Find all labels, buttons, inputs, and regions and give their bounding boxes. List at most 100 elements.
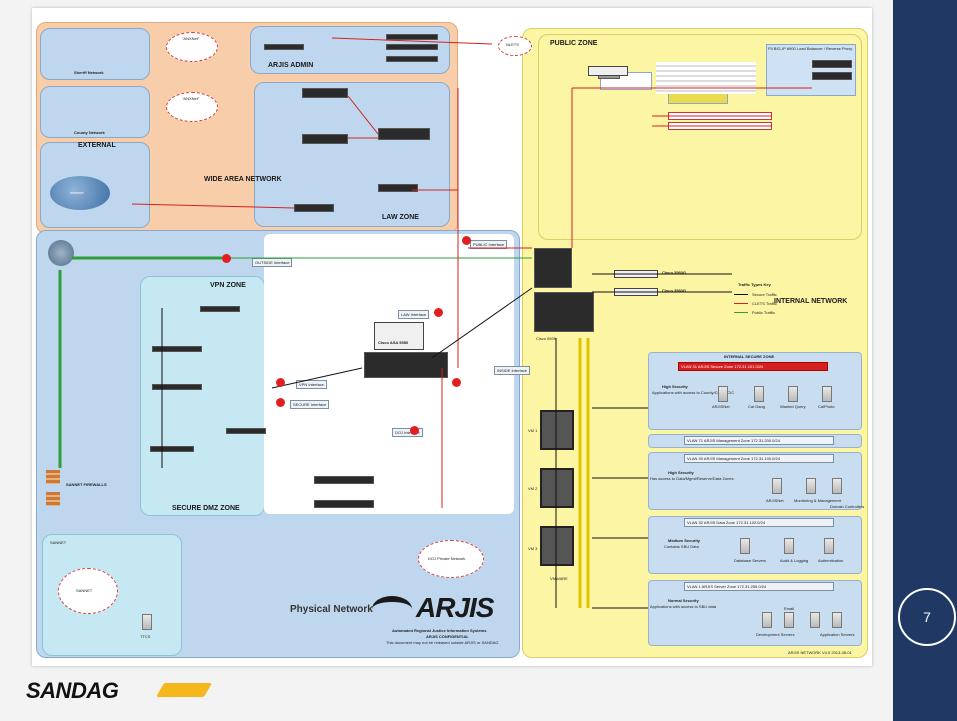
doj-switch-2: [314, 500, 374, 508]
county-zone: [40, 86, 150, 138]
dmz-zone-title: SECURE DMZ ZONE: [172, 505, 240, 512]
server-icon: [806, 478, 816, 494]
server-label-database: Database Servers: [734, 558, 767, 563]
sannet-firewall-icon: [46, 470, 60, 484]
interface-dot: [434, 308, 443, 317]
interface-dot: [452, 378, 461, 387]
law-zone-title: LAW ZONE: [382, 214, 419, 221]
doj-switch-1: [314, 476, 374, 484]
server-icon: [784, 612, 794, 628]
dmz-switch-2: [152, 384, 202, 390]
sannet-zone-label: SANNET: [50, 540, 67, 545]
clets-traffic-label: CLETS Traffic: [752, 301, 777, 306]
server-icon: [810, 612, 820, 628]
vpn-zone: [140, 276, 265, 516]
wan-title: WIDE AREA NETWORK: [204, 176, 282, 183]
core-switch-2: [614, 288, 658, 296]
core-switch-1: [614, 270, 658, 278]
public-banner-1: [668, 112, 772, 120]
vlan-bar-1: VLAN 31 ARJIS Secure Zone 172.31.101.0/2…: [678, 362, 828, 371]
secure-traffic-swatch: [734, 294, 748, 295]
anxnet-label-1: "ANXNet": [182, 36, 200, 41]
traffic-key-title: Traffic Types Key: [738, 282, 771, 287]
doj-label: DOJ Private Network: [428, 556, 466, 561]
server-icon: [832, 612, 842, 628]
vm-3-label: VM 3: [528, 546, 538, 551]
external-title: EXTERNAL: [78, 142, 116, 149]
server-label-calgang: Cal Gang: [748, 404, 765, 409]
secure-interface: SECURE Interface: [290, 400, 330, 409]
server-label-app: Application Servers: [820, 632, 855, 637]
core-chassis-top: [534, 248, 572, 288]
law-switch-2: [302, 134, 348, 144]
server-label-audit: Audit & Logging: [780, 558, 809, 563]
law-switch-1: [302, 88, 348, 98]
firewall-label: Cisco ASA 5550: [378, 340, 409, 345]
sannet-firewall-icon-2: [46, 492, 60, 506]
server-icon: [762, 612, 772, 628]
section-1-title: High Security: [662, 384, 688, 389]
inside-interface: INSIDE Interface: [494, 366, 531, 375]
firewall-panel: [374, 322, 424, 350]
admin-switch-4: [264, 44, 304, 50]
vm-1-host: [540, 410, 574, 450]
sannet-label: SANNET: [76, 588, 93, 593]
sandag-logo: SANDAG: [26, 678, 119, 703]
dmz-switch-3: [226, 428, 266, 434]
section-3-subtitle: Contains SBU Data: [664, 544, 699, 549]
vlan-bar-2: VLAN 71 ARJIS Management Zone 172.31.200…: [684, 436, 834, 445]
section-4-zone: [648, 580, 862, 646]
law-router: [378, 184, 418, 192]
ttcs-label: TTCS: [140, 634, 151, 639]
vpn-interface: VPN Interface: [296, 380, 327, 389]
public-zone-title: PUBLIC ZONE: [550, 40, 598, 47]
interface-dot: [222, 254, 231, 263]
server-label-wanted: Wanted Query: [780, 404, 806, 409]
sannet-firewall-label: SANNET FIREWALLS: [66, 482, 107, 487]
sheriff-zone: [40, 28, 150, 80]
internal-network-title: INTERNAL NETWORK: [774, 298, 848, 305]
dmz-switch-1: [152, 346, 202, 352]
page-number: 7: [898, 588, 956, 646]
vmware-label: VMWARE: [550, 576, 568, 581]
section-1-subtitle: Applications with access to County/Corp/…: [652, 390, 735, 395]
router-icon: [48, 240, 74, 266]
server-icon: [784, 538, 794, 554]
dmz-switch-4: [150, 446, 194, 452]
admin-switch-3: [386, 56, 438, 62]
nlets-cloud: [498, 36, 532, 56]
core-chassis-bottom: [534, 292, 594, 332]
server-icon: [824, 538, 834, 554]
county-title: County Network: [74, 130, 105, 135]
interface-dot: [410, 426, 419, 435]
clets-traffic-swatch: [734, 303, 748, 304]
anxnet-label-2: "ANXNet": [182, 96, 200, 101]
ttcs-server-icon: [142, 614, 152, 630]
secure-traffic-label: Secure Traffic: [752, 292, 777, 297]
arjis-confidential: ARJIS CONFIDENTIAL: [426, 634, 469, 639]
server-label-monitoring: Monitoring & Management: [794, 498, 841, 503]
outside-interface: OUTSIDE Interface: [252, 258, 293, 267]
core-switch-1-label: Cisco 3560G: [662, 270, 687, 275]
f5-label: F5 BIG-IP 6900 Load Balancer / Reverse P…: [768, 46, 853, 51]
server-label-email: Email: [784, 606, 795, 611]
section-4-subtitle: Applications with access to SBU data: [650, 604, 717, 609]
anxnet-cloud-2: [166, 92, 218, 122]
admin-switch-1: [386, 34, 438, 40]
server-label-arjisnet-2: ARJISNet: [766, 498, 784, 503]
admin-switch-2: [386, 44, 438, 50]
interface-dot: [462, 236, 471, 245]
public-interface: PUBLIC Interface: [470, 240, 508, 249]
vm-2-label: VM 2: [528, 486, 538, 491]
server-label-auth: Authentication: [818, 558, 844, 563]
public-switch-center: [588, 66, 628, 76]
law-firewall: [378, 128, 430, 140]
vpn-zone-title: VPN ZONE: [210, 282, 246, 289]
sheriff-title: Sheriff Network: [74, 70, 104, 75]
section-4-title: Normal Security: [668, 598, 699, 603]
server-label-dev: Development Servers: [756, 632, 795, 637]
core-chassis-label: Cisco 6509: [536, 336, 557, 341]
doj-cloud: [418, 540, 484, 578]
server-icon: [754, 386, 764, 402]
law-edge: [294, 204, 334, 212]
